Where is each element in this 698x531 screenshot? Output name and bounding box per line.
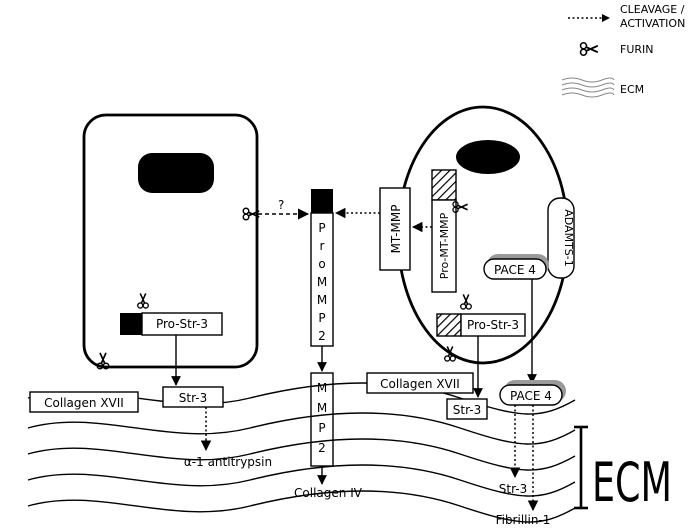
promm2-letter: o bbox=[318, 257, 325, 271]
promm2-letter: P bbox=[318, 221, 325, 235]
left-pro-str3-box bbox=[141, 312, 223, 336]
legend-cleavage-label-1: CLEAVAGE / bbox=[620, 3, 685, 16]
ecm-big-label: ECM bbox=[592, 451, 672, 514]
ecm-wave bbox=[27, 412, 576, 445]
left-pro-str3-scissors-icon bbox=[136, 292, 150, 309]
collagen-xvii-left-box bbox=[29, 391, 139, 413]
ecm-wave bbox=[27, 464, 576, 497]
pace4-top-box bbox=[483, 258, 547, 280]
promm2-letter: P bbox=[318, 311, 325, 325]
str3-right-label: Str-3 bbox=[453, 403, 481, 417]
right-cell-nucleus bbox=[456, 140, 520, 174]
right-pro-str3-scissors-icon bbox=[459, 293, 473, 310]
pro-mt-mmp-prodomain bbox=[431, 169, 457, 201]
mmp2-letter: 2 bbox=[318, 441, 326, 455]
promm2-letter: M bbox=[317, 275, 327, 289]
collagen-xvii-right-label: Collagen XVII bbox=[380, 377, 460, 391]
legend-cleavage-label-2: ACTIVATION bbox=[620, 17, 685, 30]
alpha-antitrypsin-label: α-1 antitrypsin bbox=[184, 455, 272, 469]
legend-cleavage-arrow-icon bbox=[568, 14, 610, 22]
str3-right-box bbox=[446, 398, 488, 420]
promm2-prodomain bbox=[311, 189, 333, 213]
str3-left-label: Str-3 bbox=[179, 391, 207, 405]
promm2-letter: M bbox=[317, 293, 327, 307]
mmp2-letter: M bbox=[317, 381, 327, 395]
legend-ecm-label: ECM bbox=[620, 83, 644, 96]
left-cell-membrane bbox=[82, 113, 259, 369]
mmp2-column: P r o M M P 2 M M P 2 bbox=[310, 189, 334, 485]
ecm-bracket bbox=[574, 425, 588, 510]
adamts1-label: ADAMTS-1 bbox=[562, 209, 575, 267]
str3-left-box bbox=[162, 386, 224, 408]
left-cell-nucleus bbox=[138, 153, 214, 193]
legend: CLEAVAGE / ACTIVATION FURIN ECM bbox=[561, 3, 685, 98]
right-pro-str3-prodomain bbox=[436, 313, 462, 337]
left-pro-str3-prodomain bbox=[120, 313, 142, 335]
ecm-wave bbox=[27, 438, 576, 471]
pro-mt-mmp-label: Pro-MT-MMP bbox=[438, 212, 451, 279]
right-pro-str3-label: Pro-Str-3 bbox=[467, 318, 519, 332]
question-mark: ? bbox=[278, 198, 284, 212]
promm2-letter: r bbox=[320, 239, 325, 253]
pace4-bottom-box bbox=[499, 384, 563, 406]
legend-furin-scissors-icon bbox=[579, 41, 599, 57]
mt-mmp-label: MT-MMP bbox=[389, 205, 403, 254]
left-pro-str3-label: Pro-Str-3 bbox=[156, 317, 208, 331]
promm2-letter: 2 bbox=[318, 329, 326, 343]
mmp2-letter: M bbox=[317, 401, 327, 415]
adamts1-box bbox=[547, 197, 575, 279]
left-cell: Pro-Str-3 bbox=[82, 113, 259, 386]
pace4-top-label: PACE 4 bbox=[494, 263, 536, 277]
collagen-xvii-left-label: Collagen XVII bbox=[44, 396, 124, 410]
legend-furin-label: FURIN bbox=[620, 43, 654, 56]
fibrillin-label: Fibrillin-1 bbox=[496, 513, 551, 527]
pro-mt-mmp-box bbox=[431, 199, 457, 293]
mmp2-letter: P bbox=[318, 421, 325, 435]
collagen-xvii-right-box bbox=[366, 372, 474, 394]
mt-mmp-box bbox=[379, 187, 411, 271]
str3-ecm-label: Str-3 bbox=[499, 482, 527, 496]
collagen-iv-label: Collagen IV bbox=[294, 486, 363, 500]
ecm-wave bbox=[27, 490, 576, 523]
ecm-layer bbox=[27, 382, 576, 523]
right-cell: MT-MMP Pro-MT-MMP ADAMTS-1 PACE 4 Pro-St… bbox=[379, 105, 575, 398]
right-pro-str3-box bbox=[460, 313, 526, 337]
legend-ecm-waves-icon bbox=[561, 77, 615, 98]
pace4-bottom-label: PACE 4 bbox=[510, 389, 552, 403]
